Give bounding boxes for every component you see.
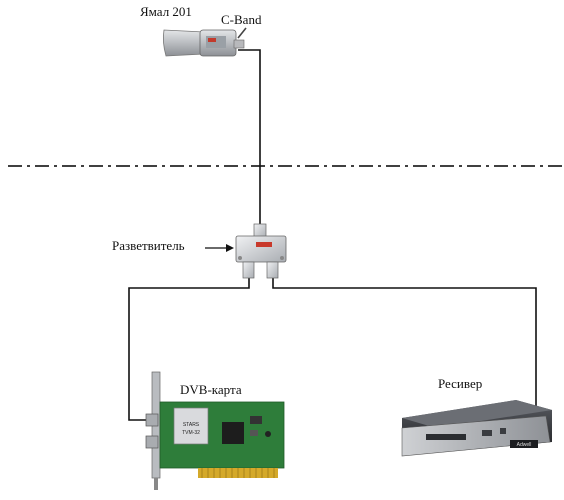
dvb-card-label: DVB-карта bbox=[180, 382, 242, 397]
band-label: C-Band bbox=[221, 12, 262, 27]
receiver-badge: Adwell bbox=[517, 442, 532, 448]
splitter-device bbox=[235, 223, 287, 279]
arrow-icon bbox=[205, 244, 234, 252]
svg-text:TVM-32: TVM-32 bbox=[182, 430, 200, 436]
receiver-device: Adwell bbox=[401, 400, 552, 457]
satellite-label: Ямал 201 bbox=[140, 4, 192, 19]
card-chip-text: STARS bbox=[183, 422, 200, 428]
lnb-converter bbox=[162, 27, 247, 57]
dvb-card: STARS TVM-32 bbox=[145, 371, 285, 490]
splitter-label: Разветвитель bbox=[112, 238, 185, 253]
cable-splitter-dvb bbox=[128, 278, 250, 421]
cable-splitter-receiver bbox=[272, 278, 537, 409]
receiver-label: Ресивер bbox=[438, 376, 483, 391]
cable-lnb-splitter bbox=[238, 49, 261, 232]
